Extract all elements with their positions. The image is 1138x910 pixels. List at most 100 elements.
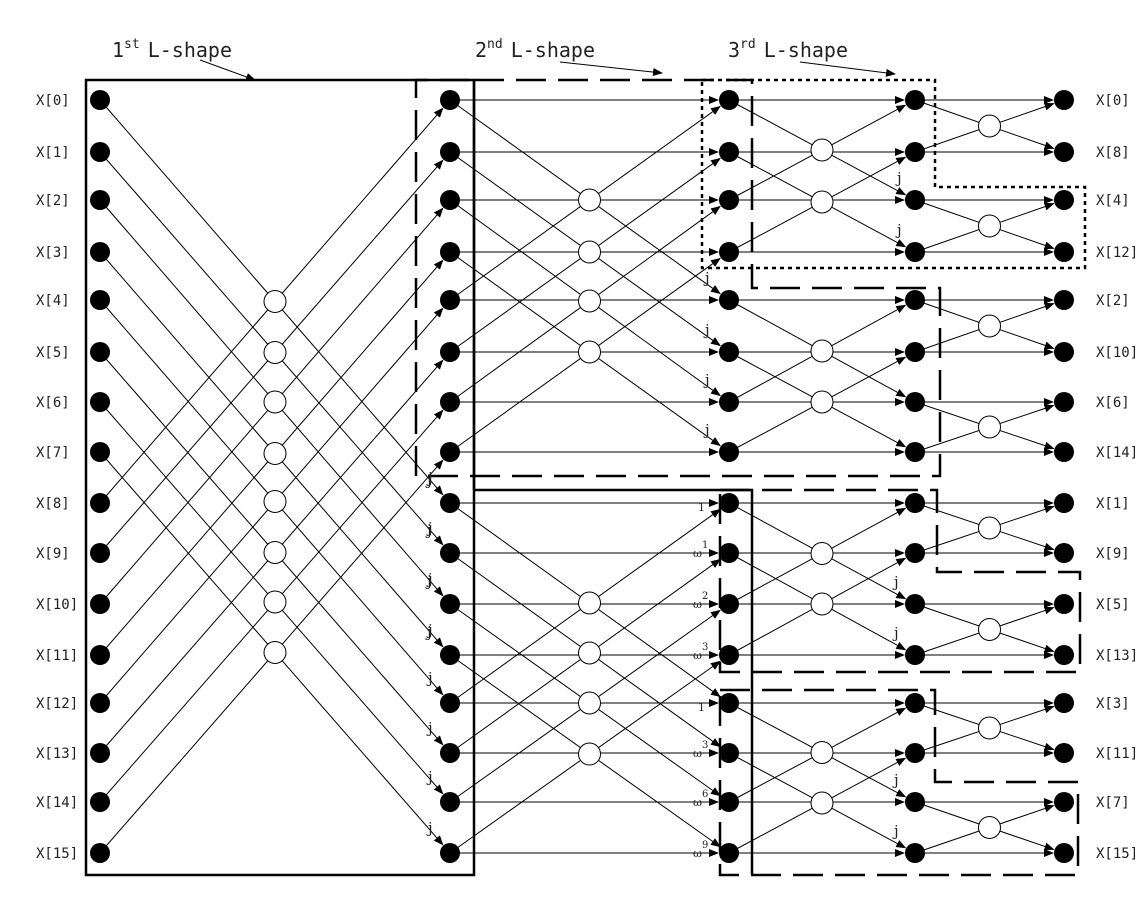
output-label: X[10] xyxy=(1096,345,1138,361)
data-node xyxy=(1054,543,1074,563)
output-label: X[14] xyxy=(1096,445,1138,461)
data-node xyxy=(719,242,739,262)
data-node xyxy=(719,645,739,665)
data-node xyxy=(440,90,460,110)
data-node xyxy=(905,190,925,210)
twiddle-j-label: j xyxy=(425,572,432,590)
butterfly-node xyxy=(263,590,287,614)
twiddle-j-label: j xyxy=(426,570,433,588)
input-label: X[8] xyxy=(36,496,70,512)
butterfly-node xyxy=(978,816,1001,839)
data-node xyxy=(440,843,460,863)
butterfly-nodes xyxy=(263,114,1001,839)
data-node xyxy=(440,290,460,310)
output-label: X[2] xyxy=(1096,293,1130,309)
twiddle-omega-label: ω6 xyxy=(693,789,708,809)
data-node xyxy=(1054,645,1074,665)
butterfly-node xyxy=(978,314,1001,338)
butterfly-node xyxy=(810,592,834,616)
data-node xyxy=(719,392,739,412)
data-node xyxy=(1054,190,1074,210)
data-node xyxy=(719,594,739,614)
twiddle-j-label: j xyxy=(426,819,433,837)
butterfly-node xyxy=(263,541,287,564)
output-label: X[11] xyxy=(1096,746,1138,762)
input-label: X[10] xyxy=(36,597,78,613)
twiddle-omega-label: ω1 xyxy=(693,540,708,560)
twiddle-omega-label: ω2 xyxy=(693,591,708,611)
twiddle-j-label: j xyxy=(426,621,433,639)
input-label: X[7] xyxy=(36,445,70,461)
data-node xyxy=(905,442,925,462)
butterfly-node xyxy=(578,742,601,766)
output-label: X[6] xyxy=(1096,395,1130,411)
data-node xyxy=(440,693,460,713)
data-node xyxy=(1054,693,1074,713)
data-node xyxy=(1054,392,1074,412)
data-node xyxy=(90,693,110,713)
data-node xyxy=(719,342,739,362)
data-node xyxy=(719,843,739,863)
data-node xyxy=(440,242,460,262)
data-node xyxy=(905,743,925,763)
butterfly-node xyxy=(978,618,1001,641)
output-label: X[0] xyxy=(1096,93,1130,109)
output-label: X[15] xyxy=(1096,846,1138,862)
data-node xyxy=(719,693,739,713)
data-node xyxy=(440,543,460,563)
data-node xyxy=(90,493,110,513)
twiddle-j-label: j xyxy=(892,573,899,591)
data-node xyxy=(440,792,460,812)
butterfly-node xyxy=(810,390,834,414)
data-node xyxy=(719,543,739,563)
data-node xyxy=(440,442,460,462)
data-node xyxy=(440,392,460,412)
output-label: X[4] xyxy=(1096,193,1130,209)
butterfly-node xyxy=(263,442,287,465)
input-label: X[0] xyxy=(36,93,70,109)
butterfly-node xyxy=(578,641,601,665)
input-label: X[5] xyxy=(36,345,70,361)
data-node xyxy=(905,543,925,563)
lower-group-outline-a xyxy=(718,488,1082,674)
butterfly-node xyxy=(263,490,287,513)
data-node xyxy=(905,645,925,665)
output-label: X[1] xyxy=(1096,496,1130,512)
twiddle-omega-label: ω3 xyxy=(693,642,708,662)
input-label: X[2] xyxy=(36,193,70,209)
data-node xyxy=(1054,90,1074,110)
data-node xyxy=(90,392,110,412)
data-node xyxy=(905,290,925,310)
data-node xyxy=(1054,290,1074,310)
twiddle-j-label: j xyxy=(892,822,899,840)
data-node xyxy=(905,392,925,412)
twiddle-one-label: 1 xyxy=(698,501,705,514)
data-node xyxy=(90,442,110,462)
data-node xyxy=(905,342,925,362)
butterfly-node xyxy=(578,289,601,313)
butterfly-node xyxy=(263,290,287,313)
data-node xyxy=(90,142,110,162)
data-nodes xyxy=(90,90,1074,863)
data-node xyxy=(905,693,925,713)
butterfly-node xyxy=(978,716,1001,740)
input-label: X[4] xyxy=(36,293,70,309)
input-label: X[15] xyxy=(36,846,78,862)
second-l-shape-outline xyxy=(414,78,942,478)
output-label: X[13] xyxy=(1096,648,1138,664)
twiddle-j-label: j xyxy=(895,169,902,187)
twiddle-j-label: j xyxy=(703,321,710,339)
data-node xyxy=(90,342,110,362)
data-node xyxy=(719,190,739,210)
data-node xyxy=(440,743,460,763)
twiddle-j-label: j xyxy=(425,521,432,539)
twiddle-omega-label: ω9 xyxy=(693,840,708,860)
data-node xyxy=(905,493,925,513)
lower-group-outline-b xyxy=(718,688,1080,877)
butterfly-node xyxy=(810,339,834,363)
data-node xyxy=(440,493,460,513)
butterfly-node xyxy=(263,641,287,664)
io-labels: X[0]X[0]X[1]X[8]X[2]X[4]X[3]X[12]X[4]X[2… xyxy=(36,93,1138,862)
twiddle-j-label: j xyxy=(426,719,433,737)
butterfly-node xyxy=(978,114,1001,138)
